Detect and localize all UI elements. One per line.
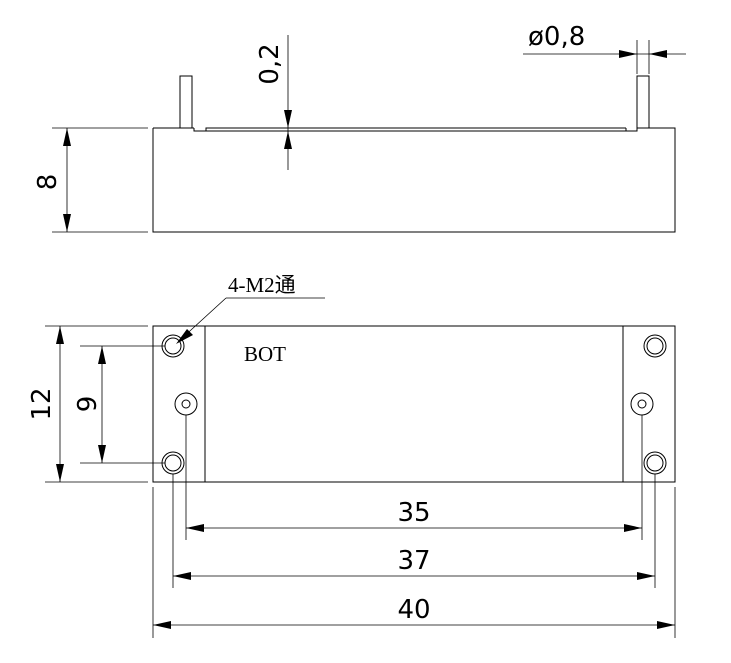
- dim-02-label: 0,2: [255, 43, 285, 84]
- hole-top-right-inner: [646, 337, 664, 355]
- arrow-02-top: [284, 110, 292, 128]
- dim-40-label: 40: [397, 595, 430, 625]
- arrow-02-bottom: [284, 131, 292, 149]
- arrow-37-right: [637, 572, 655, 580]
- dim-35-label: 35: [397, 498, 430, 528]
- hole-note: 4-M2通: [228, 273, 296, 297]
- arrow-9-bottom: [98, 445, 106, 463]
- bottom-body-outline: [152, 325, 676, 483]
- dim-9-label: 9: [73, 396, 103, 413]
- dim-12-label: 12: [27, 387, 57, 420]
- hole-bottom-right-inner: [646, 454, 664, 472]
- note-leader-arrow: [176, 329, 193, 344]
- arrow-phi-right: [649, 50, 667, 58]
- bot-label: BOT: [244, 342, 286, 366]
- dim-phi-label: ø0,8: [528, 22, 585, 52]
- side-body-outline: [152, 127, 676, 233]
- left-pin: [179, 75, 193, 129]
- arrow-37-left: [173, 572, 191, 580]
- arrow-8-bottom: [63, 214, 71, 232]
- hole-mid-right-outer: [630, 392, 654, 416]
- hole-bottom-left-inner: [164, 454, 182, 472]
- arrow-12-bottom: [56, 464, 64, 482]
- side-view: 8 0,2 ø0,8: [33, 22, 686, 233]
- arrow-9-top: [98, 346, 106, 364]
- hole-top-left-inner: [164, 337, 182, 355]
- arrow-35-right: [624, 524, 642, 532]
- arrow-35-left: [186, 524, 204, 532]
- arrow-40-left: [153, 621, 171, 629]
- arrow-phi-left: [619, 50, 637, 58]
- dim-8-label: 8: [33, 174, 63, 191]
- hole-mid-right-inner: [637, 399, 647, 409]
- dim-37-label: 37: [397, 546, 430, 576]
- hole-mid-left-inner: [181, 399, 191, 409]
- arrow-8-top: [63, 128, 71, 146]
- arrow-12-top: [56, 326, 64, 344]
- hole-top-right-outer: [643, 334, 667, 358]
- right-pin: [636, 75, 650, 129]
- hole-mid-left-outer: [174, 392, 198, 416]
- arrow-40-right: [657, 621, 675, 629]
- bottom-view: BOT 4-M2通 12 9 35 3: [27, 273, 676, 638]
